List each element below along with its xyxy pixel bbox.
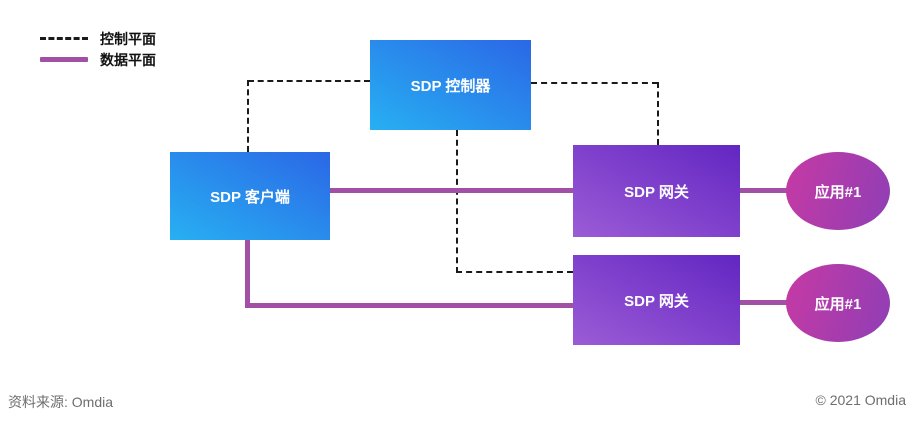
footer-source-note: 资料来源: Omdia: [8, 394, 114, 410]
control-plane-line-swatch-icon: [40, 37, 88, 40]
node-sdp-controller: SDP 控制器: [370, 40, 531, 130]
edge-controller-client-horizontal: [248, 80, 370, 82]
edge-controller-gateway-bottom-vertical: [456, 130, 458, 273]
node-app-top-label: 应用#1: [814, 183, 862, 201]
edge-controller-gateway-top-vertical: [657, 82, 659, 145]
edge-gateway-bottom-app-data: [740, 300, 788, 305]
node-app-top: 应用#1: [786, 152, 890, 230]
node-sdp-gateway-bottom: SDP 网关: [573, 255, 740, 345]
node-sdp-gateway-top-label: SDP 网关: [624, 183, 689, 201]
data-plane-line-swatch-icon: [40, 57, 88, 62]
node-sdp-client-label: SDP 客户端: [210, 188, 290, 206]
node-app-bottom-label: 应用#1: [814, 295, 862, 313]
edge-client-gateway-top-data: [330, 188, 573, 193]
edge-client-gateway-bottom-data-vertical: [245, 240, 250, 308]
node-sdp-gateway-top: SDP 网关: [573, 145, 740, 237]
edge-controller-gateway-top-horizontal: [531, 82, 658, 84]
node-app-bottom: 应用#1: [786, 264, 890, 342]
legend-label-control-plane: 控制平面: [100, 30, 156, 47]
edge-client-gateway-bottom-data-horizontal: [245, 303, 573, 308]
legend-item-control-plane: 控制平面: [40, 28, 156, 49]
footer-copyright: © 2021 Omdia: [815, 392, 906, 408]
edge-controller-gateway-bottom-horizontal: [456, 271, 573, 273]
legend-item-data-plane: 数据平面: [40, 49, 156, 70]
node-sdp-gateway-bottom-label: SDP 网关: [624, 292, 689, 310]
node-sdp-controller-label: SDP 控制器: [410, 77, 491, 95]
edge-gateway-top-app-data: [740, 188, 788, 193]
legend-label-data-plane: 数据平面: [100, 51, 156, 68]
edge-controller-client-vertical: [247, 80, 249, 152]
legend: 控制平面 数据平面: [40, 28, 156, 70]
node-sdp-client: SDP 客户端: [170, 152, 330, 240]
